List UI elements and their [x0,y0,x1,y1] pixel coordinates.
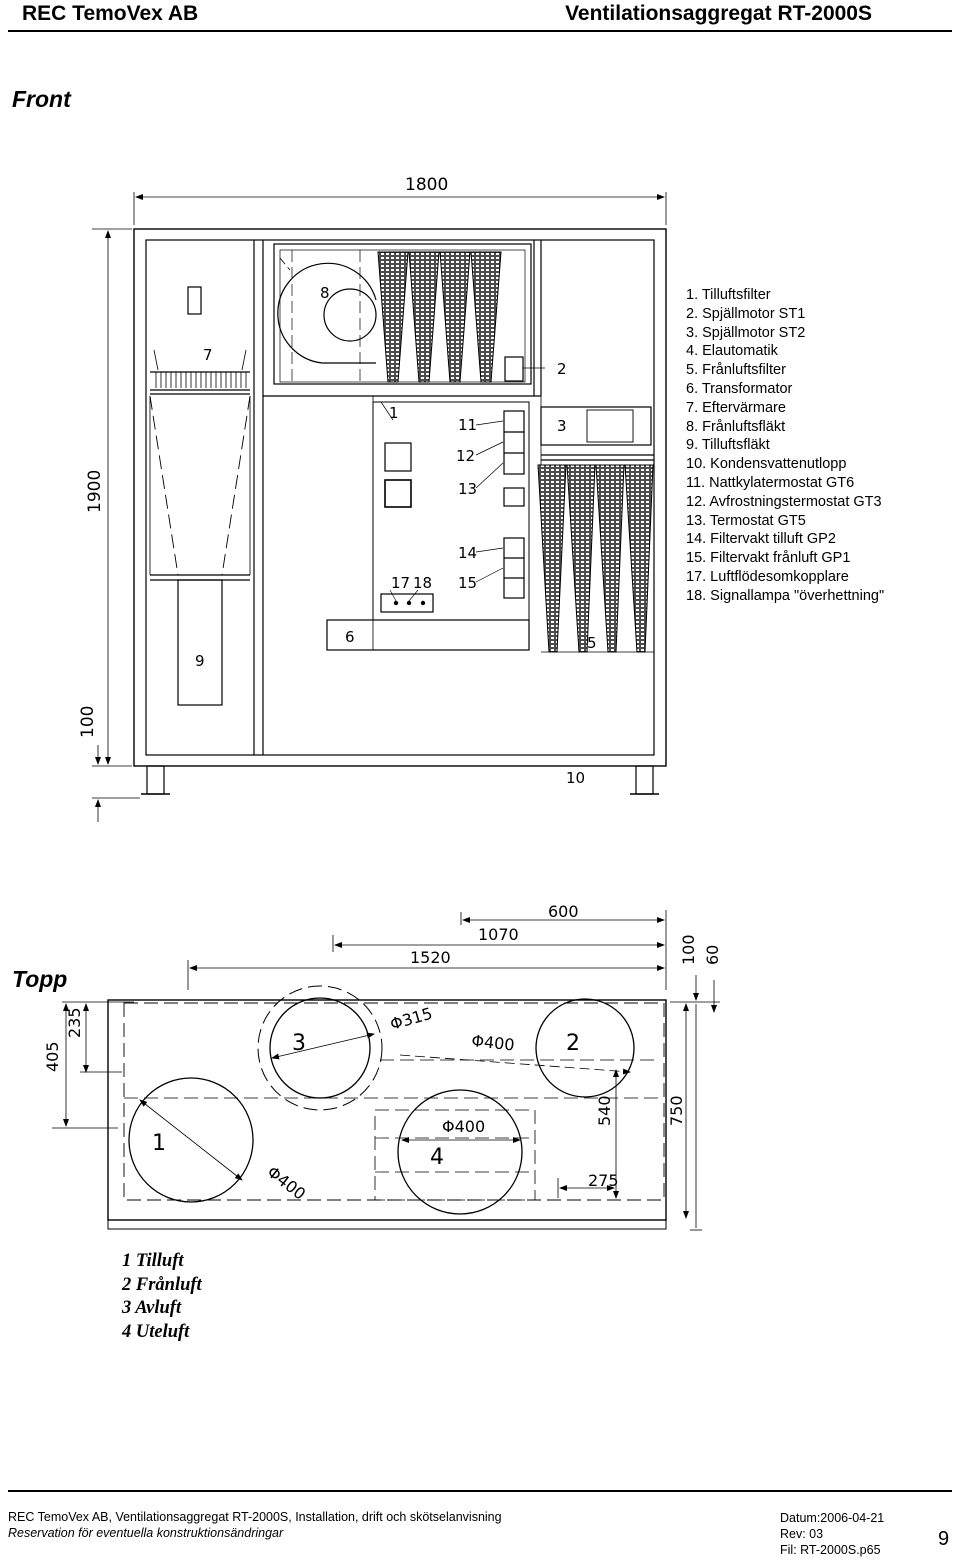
legend-item: 2. Spjällmotor ST1 [686,305,806,322]
component-legend: 1. Tilluftsfilter 2. Spjällmotor ST1 3. … [686,286,884,606]
callout-1: 1 [389,404,399,422]
callout-12: 12 [456,447,475,465]
diameter-400-port1: Φ400 [264,1162,310,1204]
legend-item: 6. Transformator [686,380,793,397]
legend-item: 5. Frånluftsfilter [686,362,786,379]
callout-2: 2 [557,360,567,378]
footer-disclaimer: Reservation för eventuella konstruktions… [8,1526,284,1540]
port-4-number: 4 [430,1145,444,1170]
diameter-315: Φ315 [388,1004,435,1034]
page-header: REC TemoVex AB Ventilationsaggregat RT-2… [0,0,960,36]
dim-width-1800: 1800 [405,175,448,195]
callout-15: 15 [458,574,477,592]
legend-item: 4. Elautomatik [686,343,778,360]
dim-750: 750 [667,1095,686,1126]
footer-date: Datum:2006-04-21 [780,1511,885,1525]
dim-1070: 1070 [478,925,519,944]
footer-meta: Datum:2006-04-21 Rev: 03 Fil: RT-2000S.p… [780,1510,884,1558]
callout-9: 9 [195,652,205,670]
callout-18: 18 [413,574,432,592]
flow-item: 1 Tilluft [122,1251,184,1271]
legend-item: 13. Termostat GT5 [686,512,806,529]
legend-item: 9. Tilluftsfläkt [686,437,770,454]
legend-item: 7. Eftervärmare [686,399,786,416]
legend-item: 1. Tilluftsfilter [686,287,771,303]
diameter-400-port4: Φ400 [442,1117,485,1136]
callout-17: 17 [391,574,410,592]
dim-405: 405 [43,1041,62,1072]
dim-100: 100 [679,934,698,965]
dim-1520: 1520 [410,948,451,967]
front-title: Front [12,86,71,112]
callout-6: 6 [345,628,355,646]
footer-file: Fil: RT-2000S.p65 [780,1543,881,1557]
port-2-number: 2 [566,1031,580,1056]
flow-item: 2 Frånluft [122,1274,202,1295]
top-callouts: 600 1070 1520 100 60 405 235 540 750 275… [43,902,722,1204]
legend-item: 10. Kondensvattenutlopp [686,456,847,473]
dim-600: 600 [548,902,579,921]
airflow-legend: 1 Tilluft 2 Frånluft 3 Avluft 4 Uteluft [122,1250,202,1344]
top-view [52,910,720,1231]
dim-60: 60 [703,945,722,965]
dim-base-100: 100 [78,706,98,738]
legend-item: 12. Avfrostningstermostat GT3 [686,493,882,510]
footer-document-title: REC TemoVex AB, Ventilationsaggregat RT-… [8,1510,502,1524]
dim-540: 540 [595,1095,614,1126]
legend-item: 14. Filtervakt tilluft GP2 [686,531,836,548]
callout-10: 10 [566,769,585,787]
company-name: REC TemoVex AB [22,2,199,25]
legend-item: 11. Nattkylatermostat GT6 [686,474,855,491]
footer-revision: Rev: 03 [780,1527,824,1541]
dim-235: 235 [65,1007,84,1038]
flow-item: 4 Uteluft [122,1321,190,1342]
callout-8: 8 [320,284,330,302]
port-1-number: 1 [152,1131,166,1156]
top-title: Topp [12,966,68,992]
legend-item: 18. Signallampa "överhettning" [686,587,885,604]
page-number: 9 [938,1528,950,1550]
legend-item: 3. Spjällmotor ST2 [686,324,806,341]
callout-11: 11 [458,416,477,434]
legend-item: 17. Luftflödesomkopplare [686,568,849,585]
callout-13: 13 [458,480,477,498]
front-view [92,192,667,822]
callout-3: 3 [557,417,567,435]
page-footer: REC TemoVex AB, Ventilationsaggregat RT-… [0,1490,960,1564]
callout-7: 7 [203,346,213,364]
dim-275: 275 [588,1171,619,1190]
flow-item: 3 Avluft [122,1298,182,1318]
front-callouts: 1800 1900 100 7 8 1 2 3 11 12 13 14 15 1… [78,175,597,787]
callout-5: 5 [587,634,597,652]
footer-rule [8,1490,952,1492]
port-3-number: 3 [292,1031,306,1056]
header-rule [8,30,952,32]
legend-item: 8. Frånluftsfläkt [686,418,786,435]
callout-14: 14 [458,544,477,562]
diameter-400-port2: Φ400 [471,1031,516,1054]
legend-item: 15. Filtervakt frånluft GP1 [686,550,851,567]
dim-height-1900: 1900 [85,470,105,513]
product-name: Ventilationsaggregat RT-2000S [565,2,872,25]
